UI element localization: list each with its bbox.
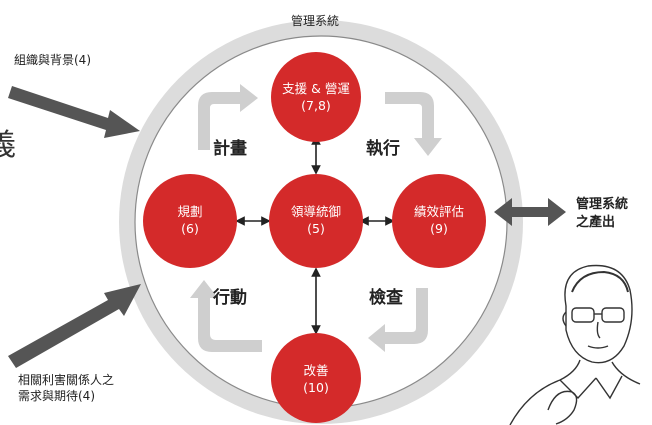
leadership-clause: (5): [307, 221, 325, 236]
planning-node: [143, 174, 237, 268]
cycle-label-act: 行動: [213, 288, 247, 308]
improvement-title: 改善: [303, 363, 329, 378]
support-operation-node-label: 支援 & 營運 (7,8): [282, 80, 350, 114]
evaluation-node: [392, 174, 486, 268]
context-input-label: 組織與背景(4): [14, 53, 91, 67]
check-cycle-arrow: [368, 288, 428, 352]
stakeholders-input-label-line1: 相關利害關係人之: [18, 373, 115, 387]
planning-node-label: 規劃 (6): [177, 203, 202, 237]
input-arrows: [8, 86, 141, 368]
pdca-cycle-arrows: [190, 84, 442, 352]
cycle-label-plan: 計畫: [213, 139, 247, 159]
do-cycle-arrow: [385, 92, 442, 156]
leadership-title: 領導統御: [290, 204, 342, 219]
evaluation-node-label: 績效評估 (9): [414, 203, 464, 237]
output-label-line2: 之產出: [576, 215, 616, 230]
stakeholders-input-arrow: [8, 284, 141, 368]
inner-connectors: [235, 135, 395, 335]
planning-title: 規劃: [177, 204, 203, 219]
cycle-label-do: 執行: [366, 139, 400, 159]
support-operation-clause: (7,8): [301, 98, 331, 113]
improvement-node: [271, 333, 361, 423]
act-cycle-arrow: [190, 280, 262, 352]
leadership-node-label: 領導統御 (5): [291, 203, 341, 237]
evaluation-title: 績效評估: [413, 204, 465, 219]
management-system-title: 管理系統: [291, 14, 340, 28]
evaluation-clause: (9): [430, 221, 448, 236]
support-operation-node: [271, 52, 361, 142]
nodes: [143, 52, 486, 423]
support-operation-title: 支援 & 營運: [282, 81, 350, 96]
cut-off-character: 義: [0, 128, 16, 163]
planning-clause: (6): [181, 221, 199, 236]
person-illustration: [509, 264, 641, 425]
output-double-arrow: [494, 198, 566, 226]
stakeholders-input-label-line2: 需求與期待(4): [18, 389, 95, 403]
leadership-node: [269, 174, 363, 268]
context-input-arrow: [8, 86, 140, 138]
cycle-label-check: 檢查: [369, 288, 403, 308]
improvement-node-label: 改善 (10): [303, 362, 329, 396]
improvement-clause: (10): [303, 380, 329, 395]
plan-cycle-arrow: [198, 84, 258, 150]
output-label-line1: 管理系統: [576, 197, 629, 212]
